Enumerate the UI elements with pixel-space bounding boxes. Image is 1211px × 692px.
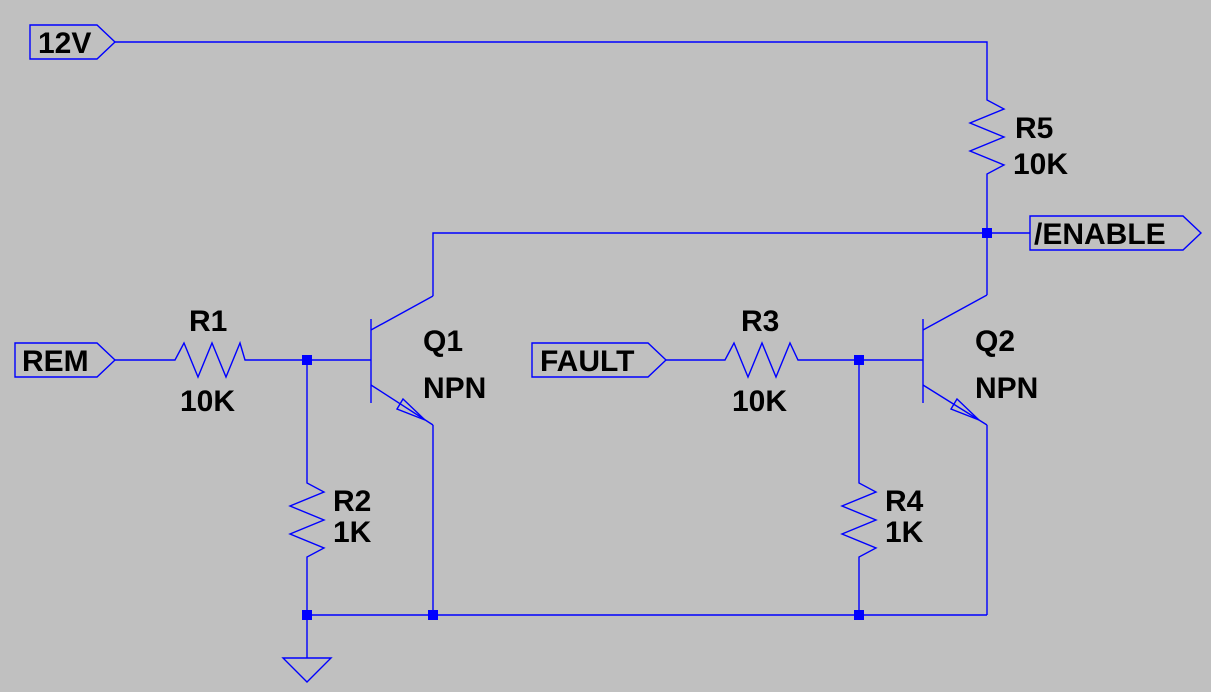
transistor-q1[interactable]: Q1 NPN [370, 295, 486, 426]
resistor-r5[interactable]: R5 10K [968, 95, 1068, 181]
net-label-fault[interactable]: FAULT [531, 342, 668, 378]
junction-ground-left [302, 610, 312, 620]
resistor-r4-symbol [840, 478, 878, 562]
resistor-r2[interactable]: R2 1K [288, 478, 372, 562]
resistor-r2-symbol [288, 478, 326, 562]
resistor-r1[interactable]: R1 10K [170, 305, 250, 418]
resistor-r2-ref: R2 [333, 485, 371, 518]
transistor-q2-collector [922, 294, 988, 331]
resistor-r4[interactable]: R4 1K [840, 478, 924, 562]
resistor-r3-value: 10K [732, 385, 787, 418]
resistor-r5-symbol [968, 95, 1006, 180]
net-label-rem-text: REM [22, 345, 89, 378]
transistor-q1-collector [370, 295, 434, 331]
transistor-q1-type: NPN [423, 372, 486, 405]
net-label-fault-text: FAULT [540, 345, 634, 378]
net-label-12v-text: 12V [38, 27, 91, 60]
resistor-r2-value: 1K [333, 516, 372, 549]
resistor-r1-value: 10K [180, 385, 235, 418]
net-label-enable[interactable]: /ENABLE [1029, 215, 1203, 251]
transistor-q2-type: NPN [975, 372, 1038, 405]
junction-q2-base [854, 355, 864, 365]
junctions [302, 228, 992, 620]
junction-enable [982, 228, 992, 238]
net-label-12v-flag [29, 24, 117, 60]
resistor-r5-value: 10K [1013, 148, 1068, 181]
resistor-r4-ref: R4 [885, 485, 924, 518]
resistor-r5-ref: R5 [1015, 112, 1053, 145]
net-label-enable-flag [1029, 215, 1203, 251]
net-label-rem[interactable]: REM [14, 342, 117, 378]
resistor-r3-ref: R3 [741, 305, 779, 338]
resistor-r3[interactable]: R3 10K [720, 305, 803, 418]
net-label-enable-text: /ENABLE [1034, 218, 1166, 251]
junction-q1-emitter [428, 610, 438, 620]
transistor-q2[interactable]: Q2 NPN [922, 294, 1038, 426]
transistor-q1-ref: Q1 [423, 325, 463, 358]
resistor-r1-ref: R1 [189, 305, 227, 338]
net-label-rem-flag [14, 342, 117, 378]
transistor-q2-ref: Q2 [975, 325, 1015, 358]
junction-r4-ground [854, 610, 864, 620]
q1-collector-wire [432, 232, 987, 296]
transistor-q1-emitter-arrow [395, 397, 426, 421]
supply-wire [115, 41, 988, 95]
transistor-q2-emitter-arrow [949, 397, 980, 421]
junction-q1-base [302, 355, 312, 365]
ground-symbol [281, 657, 333, 683]
net-label-12v[interactable]: 12V [29, 24, 117, 60]
wires [115, 41, 1030, 658]
resistor-r1-symbol [170, 340, 250, 379]
resistor-r3-symbol [720, 341, 803, 379]
resistor-r4-value: 1K [885, 516, 924, 549]
net-label-fault-flag [531, 342, 668, 378]
